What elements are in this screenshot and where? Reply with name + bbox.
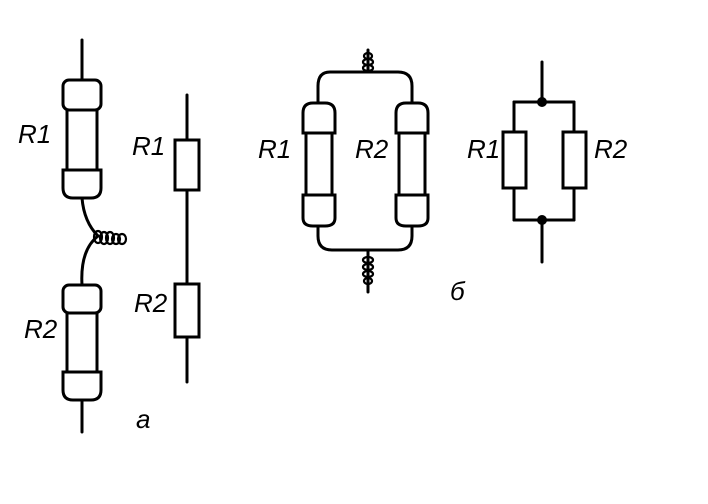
- r1-label: R1: [18, 119, 51, 149]
- parallel-physical-assembly: R1 R2: [258, 48, 430, 294]
- r2-label: R2: [24, 314, 58, 344]
- r2-physical-resistor: [61, 283, 103, 402]
- resistor-body: [304, 126, 334, 202]
- bottom-wire-left: [316, 224, 370, 252]
- twisted-joint: [92, 229, 128, 246]
- resistor-body: [65, 103, 99, 177]
- r1-physical-resistor: [61, 78, 103, 200]
- resistor-bottom-cap: [61, 168, 103, 200]
- r1-schematic-resistor: [501, 130, 528, 190]
- joint-wire-lower: [80, 234, 100, 287]
- series-schematic: R1 R2: [132, 93, 201, 384]
- bottom-wire-right: [366, 224, 414, 252]
- r2-label: R2: [355, 134, 389, 164]
- bottom-twisted-joint: [361, 248, 375, 294]
- resistor-top-cap: [301, 101, 337, 135]
- top-twisted-joint: [361, 48, 375, 74]
- r1-label: R1: [467, 134, 500, 164]
- resistor-body: [65, 304, 99, 378]
- resistor-bottom-cap: [394, 193, 430, 228]
- r2-label: R2: [134, 288, 168, 318]
- resistor-bottom-cap: [61, 370, 103, 402]
- r2-schematic-resistor: [173, 282, 201, 339]
- part-b-label: б: [450, 276, 466, 306]
- r1-label: R1: [258, 134, 291, 164]
- r2-label: R2: [594, 134, 628, 164]
- part-a-label: а: [136, 404, 150, 434]
- r2-schematic-resistor: [561, 130, 588, 190]
- r1-schematic-resistor: [173, 138, 201, 192]
- resistor-top-cap: [61, 283, 103, 315]
- top-wire-left: [316, 70, 370, 105]
- parallel-schematic: R1 R2: [467, 60, 628, 264]
- resistor-body: [397, 126, 427, 202]
- top-wire-right: [366, 70, 414, 105]
- r1-label: R1: [132, 131, 165, 161]
- series-physical-assembly: R1 R2: [18, 38, 128, 434]
- r1-physical-resistor: [301, 101, 337, 228]
- r2-physical-resistor: [394, 101, 430, 228]
- resistor-bottom-cap: [301, 193, 337, 228]
- resistor-top-cap: [61, 78, 103, 112]
- resistor-top-cap: [394, 101, 430, 135]
- joint-wire-upper: [80, 196, 100, 238]
